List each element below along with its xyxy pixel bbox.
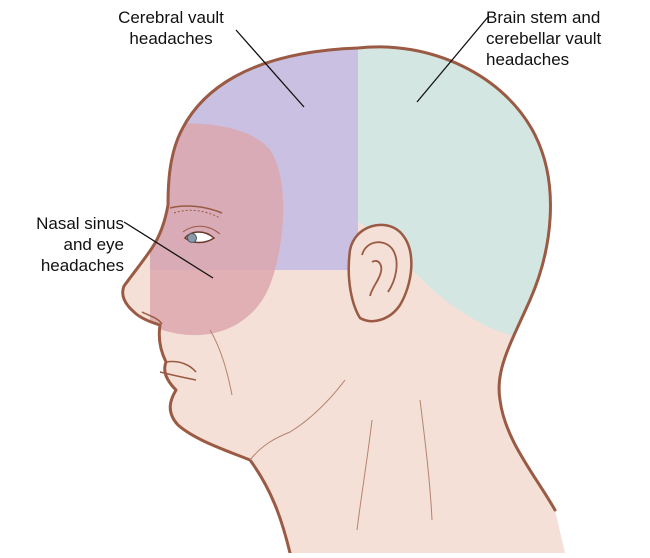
brainstem-label: Brain stem and cerebellar vault headache…: [486, 7, 601, 70]
nasal-label-line-2: and eye: [0, 234, 124, 255]
nasal-sinus-label: Nasal sinus and eye headaches: [0, 213, 124, 276]
cerebral-label-line-2: headaches: [96, 28, 246, 49]
nasal-label-line-3: headaches: [0, 255, 124, 276]
cerebral-label-line-1: Cerebral vault: [96, 7, 246, 28]
brainstem-label-line-1: Brain stem and: [486, 7, 601, 28]
nasal-label-line-1: Nasal sinus: [0, 213, 124, 234]
brainstem-label-line-2: cerebellar vault: [486, 28, 601, 49]
iris: [188, 234, 197, 243]
cerebral-vault-label: Cerebral vault headaches: [96, 7, 246, 49]
brainstem-label-line-3: headaches: [486, 49, 601, 70]
